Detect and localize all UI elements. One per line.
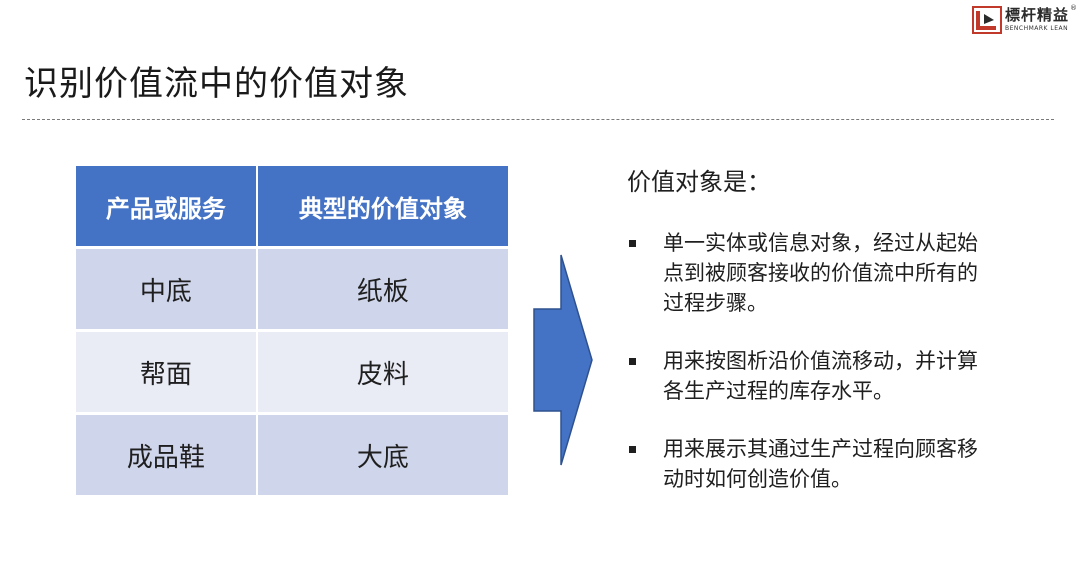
square-bullet-icon (629, 358, 636, 365)
table-cell-value-object: 大底 (257, 415, 508, 498)
table-row: 中底 纸板 (76, 249, 508, 332)
bullet-text: 用来展示其通过生产过程向顾客移动时如何创造价值。 (663, 437, 978, 491)
table-row: 成品鞋 大底 (76, 415, 508, 498)
logo-mark-icon (972, 6, 1002, 34)
table-cell-product: 中底 (76, 249, 258, 332)
list-item: 用来按图析沿价值流移动，并计算各生产过程的库存水平。 (627, 346, 987, 406)
table-cell-product: 帮面 (76, 332, 258, 415)
table-cell-value-object: 皮料 (257, 332, 508, 415)
table-cell-product: 成品鞋 (76, 415, 258, 498)
list-item: 用来展示其通过生产过程向顾客移动时如何创造价值。 (627, 434, 987, 494)
table-header-row: 产品或服务 典型的价值对象 (76, 166, 508, 249)
definition-bullet-list: 单一实体或信息对象，经过从起始点到被顾客接收的价值流中所有的过程步骤。 用来按图… (627, 228, 987, 494)
logo-registered-mark: ® (1070, 4, 1077, 12)
value-object-table: 产品或服务 典型的价值对象 中底 纸板 帮面 皮料 成品鞋 大底 (76, 166, 508, 498)
value-object-definition-title: 价值对象是： (627, 168, 771, 196)
square-bullet-icon (629, 240, 636, 247)
title-divider (22, 119, 1054, 120)
header-typical-value-object: 典型的价值对象 (257, 166, 508, 249)
list-item: 单一实体或信息对象，经过从起始点到被顾客接收的价值流中所有的过程步骤。 (627, 228, 987, 318)
table-cell-value-object: 纸板 (257, 249, 508, 332)
slide-title: 识别价值流中的价值对象 (24, 64, 409, 104)
table-row: 帮面 皮料 (76, 332, 508, 415)
logo-english-text: BENCHMARK LEAN (1005, 25, 1069, 32)
logo-chinese-text: 標杆精益 (1005, 6, 1070, 24)
bullet-text: 用来按图析沿价值流移动，并计算各生产过程的库存水平。 (663, 349, 978, 403)
benchmark-lean-logo: 標杆精益 ® BENCHMARK LEAN (972, 4, 1077, 36)
bullet-text: 单一实体或信息对象，经过从起始点到被顾客接收的价值流中所有的过程步骤。 (663, 231, 978, 315)
square-bullet-icon (629, 446, 636, 453)
header-product-service: 产品或服务 (76, 166, 258, 249)
right-arrow-icon (533, 254, 593, 466)
